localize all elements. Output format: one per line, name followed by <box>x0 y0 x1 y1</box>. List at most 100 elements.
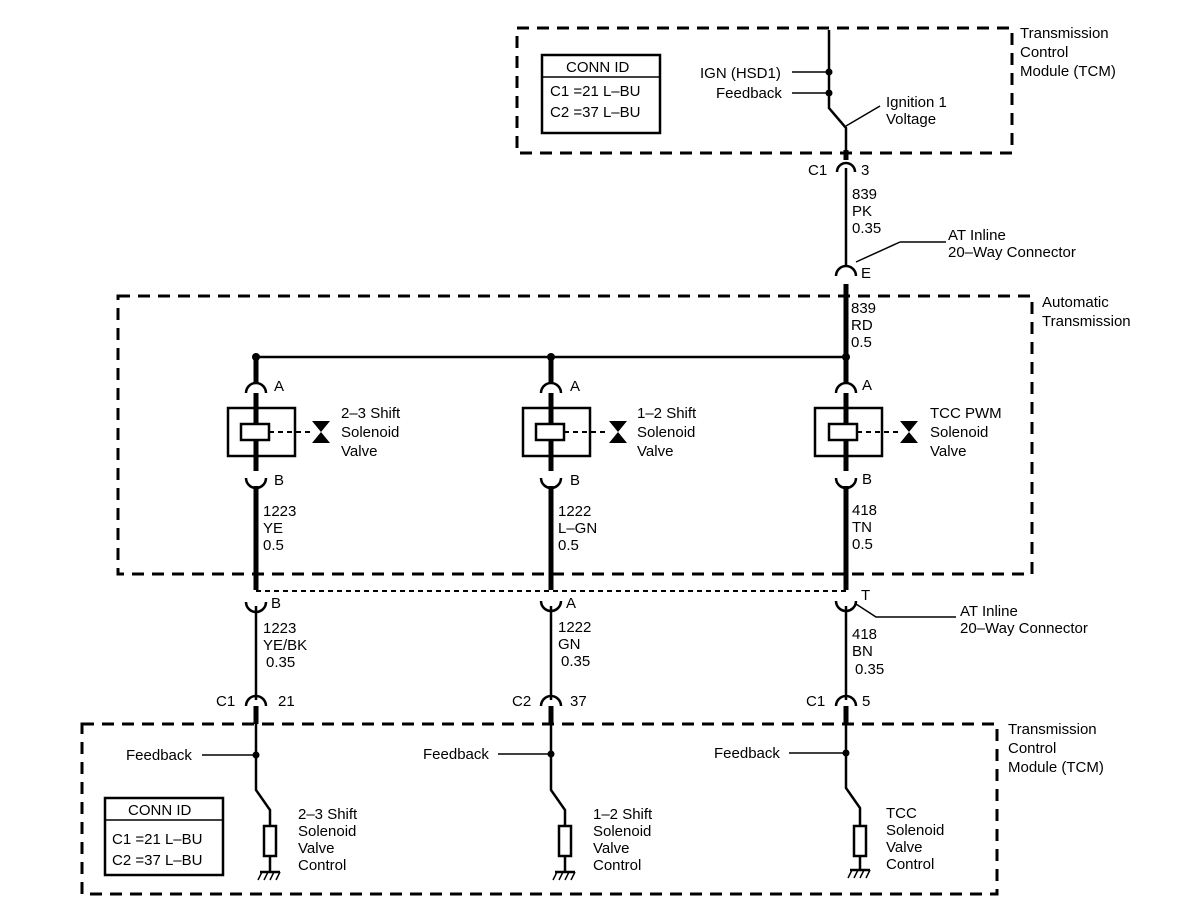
pin-b: B <box>570 472 580 489</box>
conn-id-row: C2 =37 L–BU <box>112 852 202 869</box>
solenoid-name: TCC PWM <box>930 405 1002 422</box>
control-name: Valve <box>298 840 334 857</box>
control-name: Solenoid <box>298 823 356 840</box>
inline-connector-label: 20–Way Connector <box>960 620 1088 637</box>
solenoid-name: Solenoid <box>930 424 988 441</box>
solenoid-name: 1–2 Shift <box>637 405 697 422</box>
pin-a: A <box>570 378 580 395</box>
wire-size: 0.5 <box>852 536 873 553</box>
control-name: 1–2 Shift <box>593 806 653 823</box>
tcm-internal-switch <box>827 30 848 152</box>
wire-size: 0.35 <box>855 661 884 678</box>
wire-color: YE <box>263 520 283 537</box>
connector-name: C1 <box>216 693 235 710</box>
lower-wire-1222: 1222 GN 0.35 C2 37 <box>512 606 591 724</box>
wire-circuit: 839 <box>852 186 877 203</box>
tcm-bottom-title-2: Control <box>1008 740 1056 757</box>
wire-size: 0.5 <box>558 537 579 554</box>
conn-id-header: CONN ID <box>566 59 630 76</box>
wire-size: 0.35 <box>266 654 295 671</box>
ignition-voltage-label: Ignition 1 <box>886 94 947 111</box>
tcm-top: Transmission Control Module (TCM) CONN I… <box>515 25 1116 155</box>
control-name: Control <box>298 857 346 874</box>
conn-id-row: C1 =21 L–BU <box>550 83 640 100</box>
feedback-label: Feedback <box>716 85 782 102</box>
conn-id-table-top: CONN ID C1 =21 L–BU C2 =37 L–BU <box>540 53 662 135</box>
solenoid-2-3-shift: A 2–3 Shift Solenoid Valve B 1223 YE 0.5 <box>226 357 401 590</box>
valve-icon <box>900 421 918 443</box>
solenoid-coil <box>239 422 271 442</box>
solenoid-name: Solenoid <box>341 424 399 441</box>
ignition-voltage-label: Voltage <box>886 111 936 128</box>
resistor-icon <box>852 824 868 858</box>
transmission-title: Automatic <box>1042 294 1109 311</box>
inline-connector-pin: E <box>861 265 871 282</box>
wire-color: RD <box>851 317 873 334</box>
tcm-bottom-boundary <box>80 722 999 896</box>
tcm-bottom: Transmission Control Module (TCM) CONN I… <box>80 721 1104 896</box>
solenoid-1-2-shift: A 1–2 Shift Solenoid Valve B 1222 L–GN 0… <box>521 357 697 590</box>
inline-pin: A <box>566 595 576 612</box>
solenoid-tcc-pwm: A TCC PWM Solenoid Valve B 418 TN 0.5 <box>813 357 1002 590</box>
inline-pin: B <box>271 595 281 612</box>
control-name: Solenoid <box>593 823 651 840</box>
valve-icon <box>609 421 627 443</box>
control-tcc: Feedback TCC Solenoid Valve Control <box>714 724 944 879</box>
connector-pin: 3 <box>861 162 869 179</box>
connector-name: C2 <box>512 693 531 710</box>
tcm-top-title-2: Control <box>1020 44 1068 61</box>
connector-pin: 37 <box>570 693 587 710</box>
resistor-icon <box>557 824 573 858</box>
conn-id-header: CONN ID <box>128 802 192 819</box>
at-inline-connector-bottom: B A T AT Inline 20–Way Connector <box>244 587 1088 637</box>
ground-icon <box>847 868 871 879</box>
automatic-transmission-boundary <box>116 294 1034 576</box>
connector-c1-pin3: C1 3 <box>808 150 869 179</box>
tcm-bottom-title-3: Module (TCM) <box>1008 759 1104 776</box>
tcm-top-title-1: Transmission <box>1020 25 1109 42</box>
ground-icon <box>257 870 281 881</box>
wire-size: 0.35 <box>852 220 881 237</box>
wire-color: GN <box>558 636 581 653</box>
wire-circuit: 1222 <box>558 503 591 520</box>
automatic-transmission: Automatic Transmission 839 RD 0.5 A 2–3 … <box>116 284 1131 590</box>
conn-id-row: C1 =21 L–BU <box>112 831 202 848</box>
solenoid-name: 2–3 Shift <box>341 405 401 422</box>
pin-b: B <box>862 471 872 488</box>
control-name: TCC <box>886 805 917 822</box>
solenoid-name: Valve <box>637 443 673 460</box>
wire-circuit: 1222 <box>558 619 591 636</box>
wire-size: 0.5 <box>263 537 284 554</box>
lower-wire-1223: 1223 YE/BK 0.35 C1 21 <box>216 606 307 724</box>
at-inline-connector-top: AT Inline 20–Way Connector E <box>834 227 1076 282</box>
inline-connector-label: AT Inline <box>960 603 1018 620</box>
wire-size: 0.5 <box>851 334 872 351</box>
valve-icon <box>312 421 330 443</box>
inline-connector-label: 20–Way Connector <box>948 244 1076 261</box>
tcm-top-boundary <box>515 26 1014 155</box>
control-name: Valve <box>886 839 922 856</box>
inline-pin: T <box>861 587 870 604</box>
solenoid-name: Valve <box>341 443 377 460</box>
resistor-icon <box>262 824 278 858</box>
wire-circuit: 418 <box>852 626 877 643</box>
wire-color: BN <box>852 643 873 660</box>
pin-a: A <box>274 378 284 395</box>
tcm-top-title-3: Module (TCM) <box>1020 63 1116 80</box>
solenoid-body <box>226 406 297 458</box>
feedback-label: Feedback <box>714 745 780 762</box>
pin-a: A <box>862 377 872 394</box>
solenoid-name: Valve <box>930 443 966 460</box>
wire-circuit: 1223 <box>263 620 296 637</box>
inline-connector-label: AT Inline <box>948 227 1006 244</box>
control-1-2-shift: Feedback 1–2 Shift Solenoid Valve Contro… <box>423 724 653 881</box>
connector-pin: 21 <box>278 693 295 710</box>
wire-color: L–GN <box>558 520 597 537</box>
ground-icon <box>552 870 576 881</box>
conn-id-row: C2 =37 L–BU <box>550 104 640 121</box>
control-name: Solenoid <box>886 822 944 839</box>
wire-color: TN <box>852 519 872 536</box>
solenoid-coil <box>827 422 859 442</box>
control-name: Control <box>593 857 641 874</box>
